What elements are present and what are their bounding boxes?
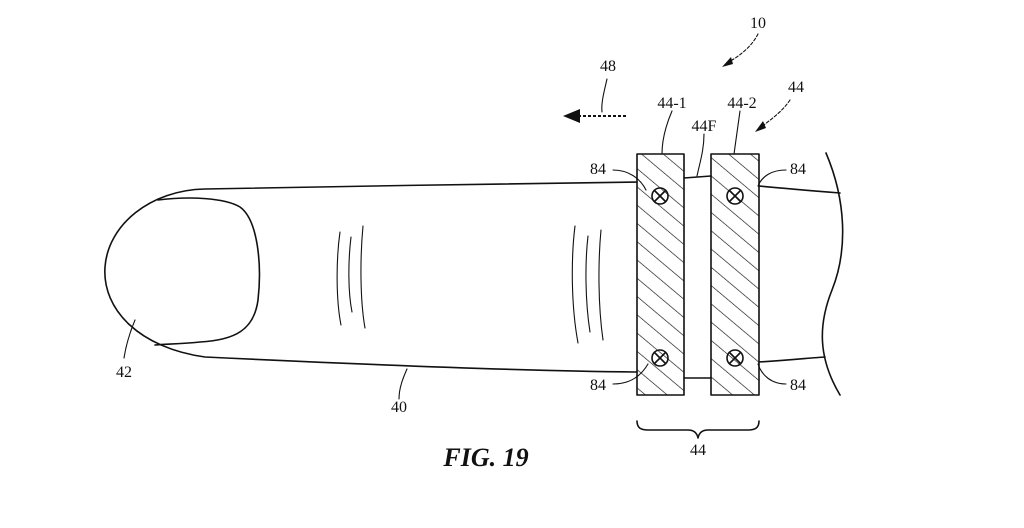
- band-44-2: [710, 153, 760, 396]
- sensor-icon: [651, 349, 669, 367]
- finger-top-edge: [104, 181, 638, 373]
- label-band-group-bottom: 44: [690, 442, 706, 459]
- knuckle-creases-left: [336, 225, 366, 329]
- band-group-brace: [636, 420, 760, 439]
- sensor-icon: [726, 187, 744, 205]
- label-flex: 44F: [692, 118, 717, 135]
- label-band-second: 44-2: [727, 95, 756, 112]
- finger-cut-edge: [821, 152, 844, 396]
- label-sensor-top-left: 84: [590, 161, 606, 178]
- arrow-44: [755, 99, 791, 132]
- knuckle-creases-right: [571, 225, 604, 344]
- arrow-10: [722, 33, 759, 67]
- band-44-1: [636, 153, 685, 396]
- finger: [104, 152, 844, 396]
- finger-between-bands-top: [683, 175, 712, 179]
- sensor-icon: [726, 349, 744, 367]
- fingernail: [154, 197, 261, 346]
- sensor-icon: [651, 187, 669, 205]
- label-sensor-bottom-right: 84: [790, 377, 806, 394]
- leader-lines: [123, 110, 787, 400]
- figure-title: FIG. 19: [442, 443, 528, 472]
- label-finger: 40: [391, 399, 407, 416]
- finger-right-top: [758, 185, 841, 194]
- label-sensor-top-right: 84: [790, 161, 806, 178]
- label-direction: 48: [600, 58, 616, 75]
- label-band-group-top: 44: [788, 79, 804, 96]
- label-fingernail: 42: [116, 364, 132, 381]
- direction-arrow-48: [563, 78, 626, 123]
- label-band-first: 44-1: [657, 95, 686, 112]
- label-device: 10: [750, 15, 766, 32]
- finger-right-bottom: [758, 356, 826, 363]
- label-sensor-bottom-left: 84: [590, 377, 606, 394]
